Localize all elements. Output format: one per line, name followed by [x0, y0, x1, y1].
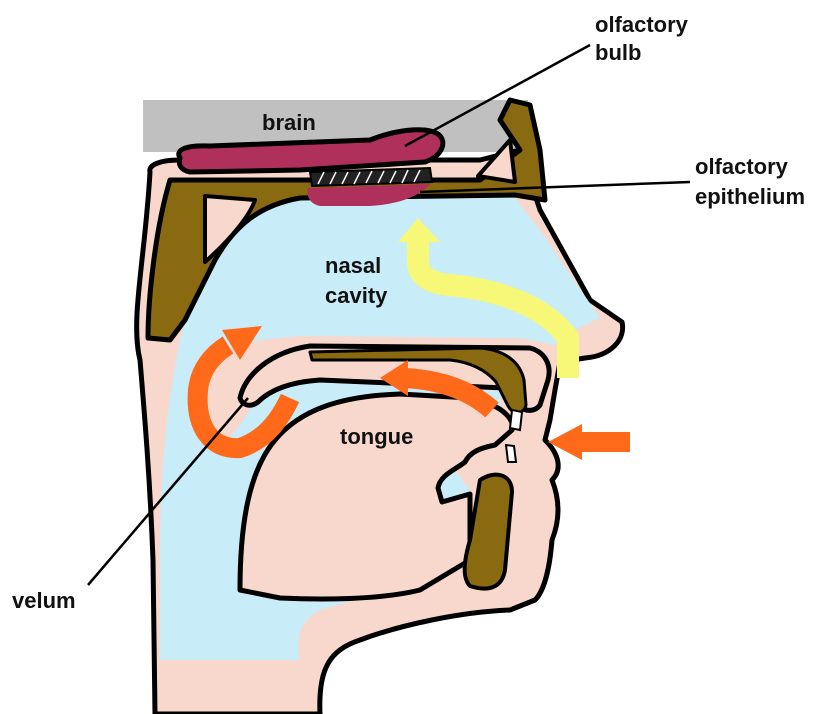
olfactory-epithelium-label-line2: epithelium	[695, 184, 805, 209]
brain-label: brain	[262, 110, 316, 135]
tongue-label: tongue	[340, 424, 413, 449]
nasal-cavity-label-line1: nasal	[325, 253, 381, 278]
lower-tooth	[506, 445, 516, 462]
olfactory-bulb-label-line2: bulb	[595, 40, 641, 65]
nasal-cavity-label-line2: cavity	[325, 283, 388, 308]
cribriform-plate	[310, 168, 432, 186]
velum-label: velum	[12, 588, 76, 613]
olfactory-epithelium-label-line1: olfactory	[695, 154, 789, 179]
olfactory-bulb-label-line1: olfactory	[595, 12, 689, 37]
upper-tooth	[510, 410, 522, 430]
